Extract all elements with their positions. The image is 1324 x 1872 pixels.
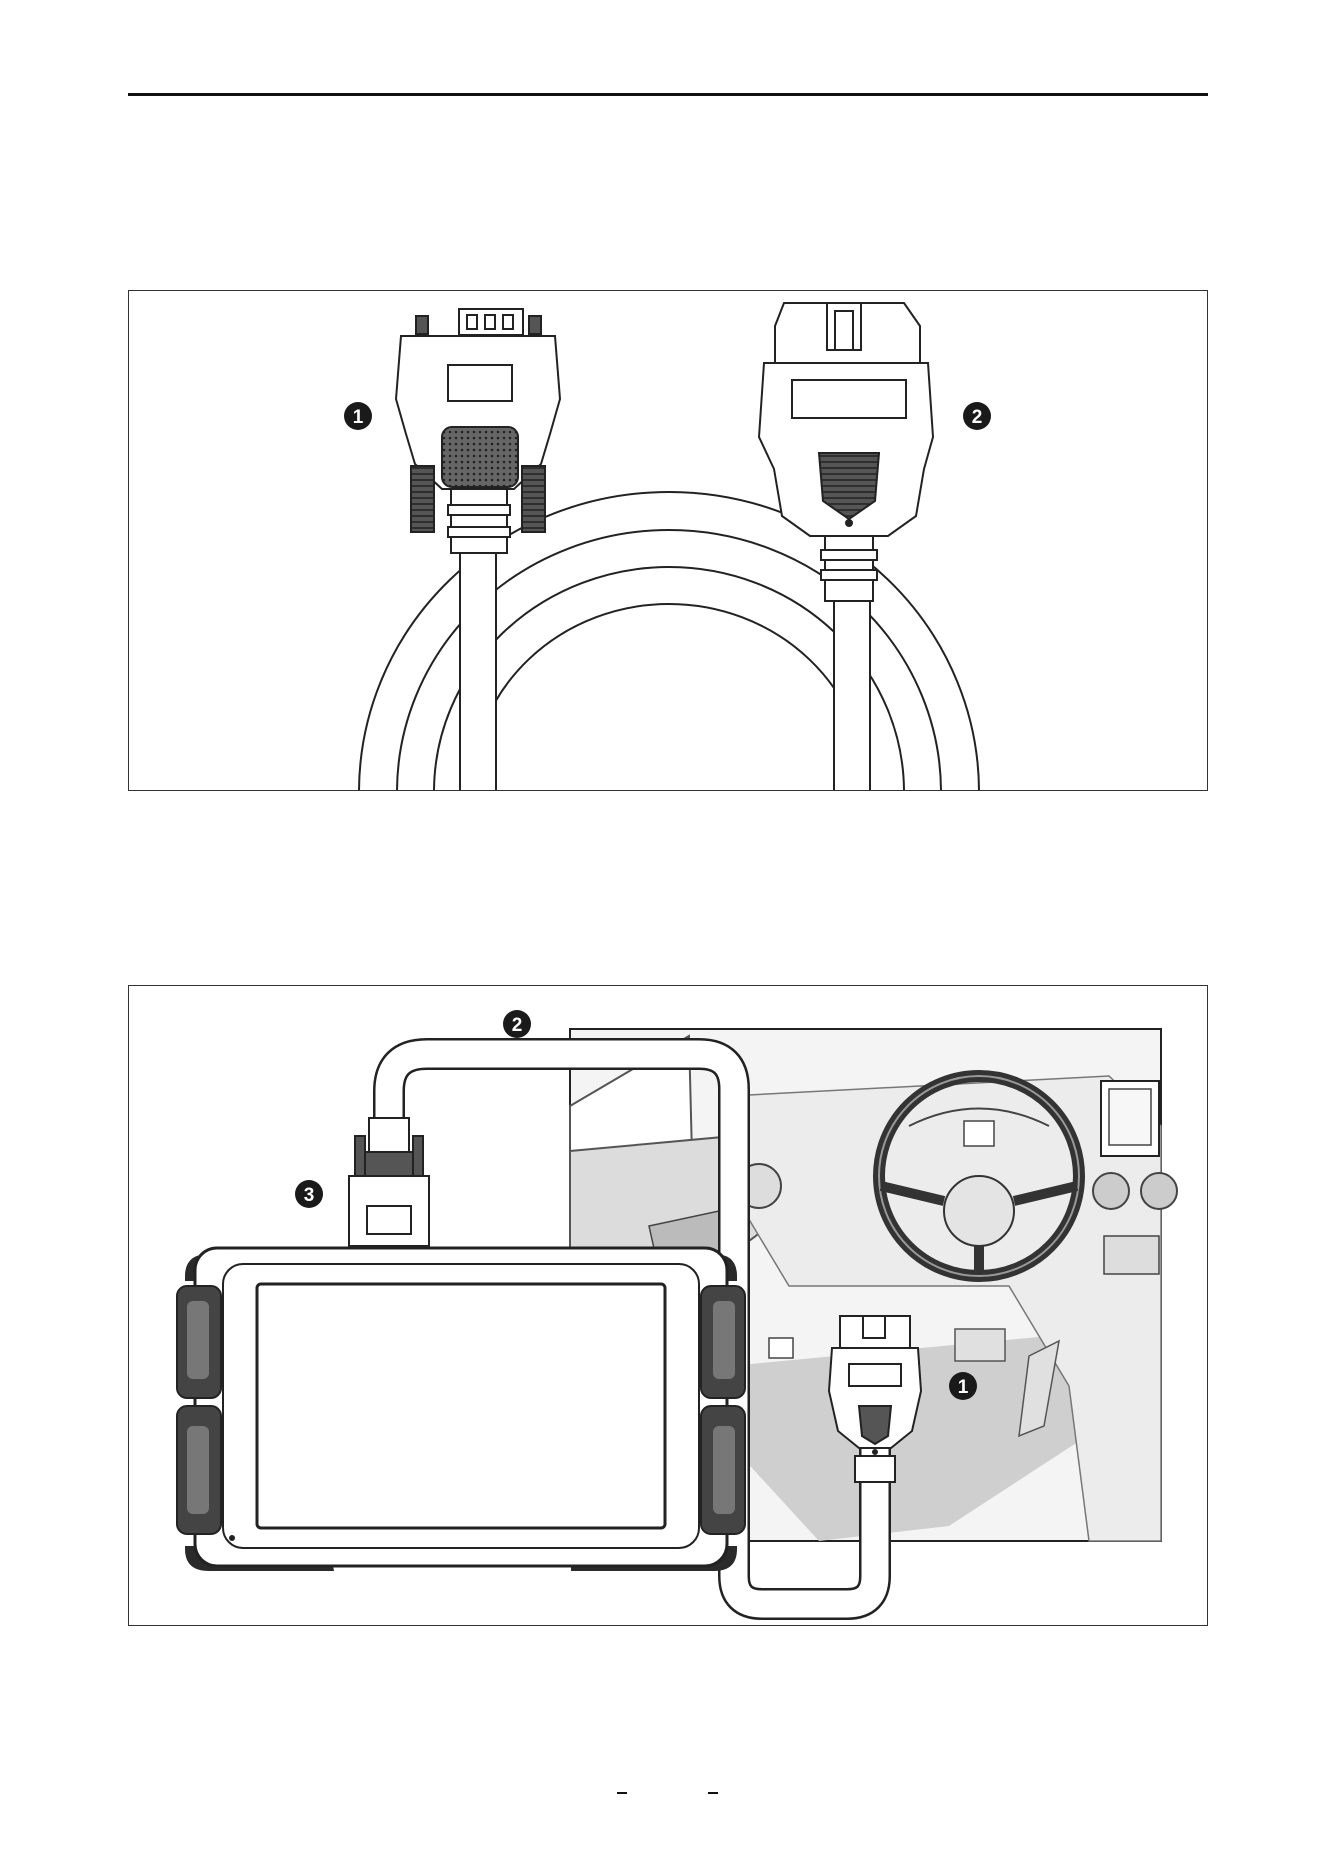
callout-1-label: 1 [353, 407, 364, 428]
callout-3-label: 3 [304, 1185, 315, 1206]
callout-1-label: 1 [958, 1377, 969, 1398]
obd2-connector [759, 303, 933, 601]
figure-diagnostic-cable: 1 2 [128, 290, 1208, 791]
callout-2: 2 [963, 402, 991, 430]
db15-connector [396, 309, 560, 553]
figure-vehicle-connection: 1 2 3 [128, 985, 1208, 1626]
footer-mark-left [617, 1792, 627, 1794]
callout-2: 2 [503, 1010, 531, 1038]
callout-2-label: 2 [972, 407, 983, 428]
callout-2-label: 2 [512, 1015, 523, 1036]
db15-connector-on-tablet [349, 1118, 429, 1246]
callout-1: 1 [344, 402, 372, 430]
callout-3: 3 [295, 1180, 323, 1208]
cable-illustration: 1 2 [129, 291, 1208, 791]
callout-1: 1 [949, 1372, 977, 1400]
cable-segment-right [834, 601, 870, 791]
connection-illustration: 1 2 3 [129, 986, 1208, 1626]
cable-segment-left [460, 553, 496, 791]
header-rule [128, 93, 1208, 96]
footer-mark-right [708, 1792, 718, 1794]
